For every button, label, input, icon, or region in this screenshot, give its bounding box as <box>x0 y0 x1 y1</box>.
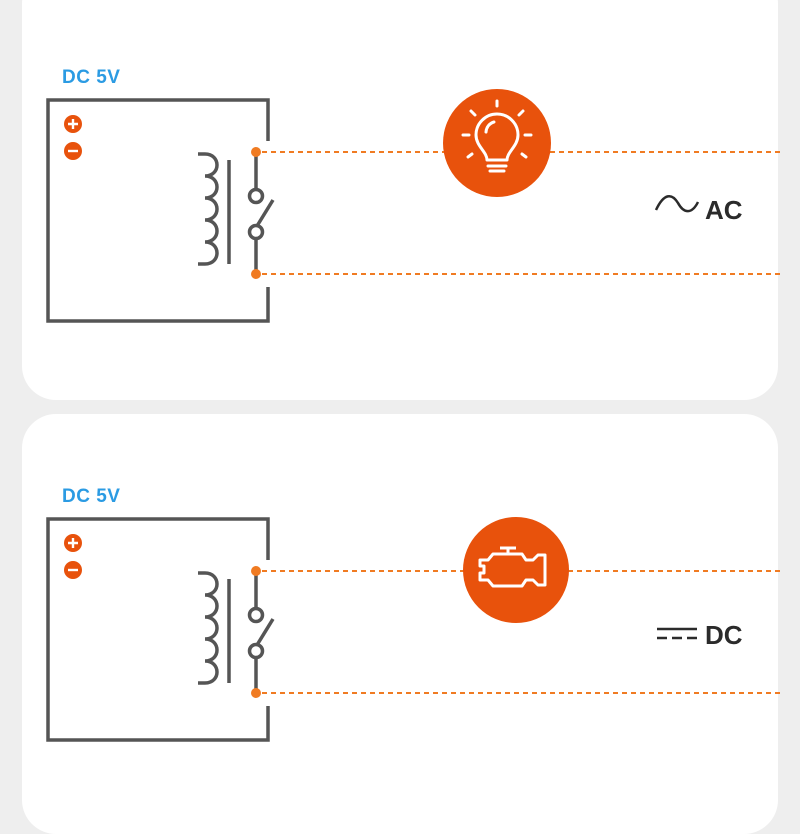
supply-label-ac-circuit: DC 5V <box>62 67 121 88</box>
ac-type-label: AC <box>705 195 743 225</box>
dc-type-label: DC <box>705 620 743 650</box>
terminal-dot <box>251 688 261 698</box>
minus-terminal-icon <box>64 142 82 160</box>
dc-circuit-panel <box>22 414 778 834</box>
dc-symbol-icon <box>657 627 697 640</box>
relay-switch-icon <box>247 152 275 274</box>
light-bulb-icon <box>443 89 551 197</box>
terminal-dot <box>251 269 261 279</box>
supply-label-dc-circuit: DC 5V <box>62 486 121 507</box>
plus-terminal-icon <box>64 534 82 552</box>
ac-circuit-panel <box>22 0 778 400</box>
coil-icon <box>198 571 231 685</box>
relay-box <box>46 517 270 742</box>
engine-icon <box>463 517 569 623</box>
relay-module-ac <box>46 98 275 323</box>
coil-icon <box>198 152 231 266</box>
minus-terminal-icon <box>64 561 82 579</box>
relay-switch-icon <box>247 571 275 693</box>
relay-diagram <box>46 89 780 742</box>
terminal-dot <box>251 566 261 576</box>
relay-box <box>46 98 270 323</box>
plus-terminal-icon <box>64 115 82 133</box>
terminal-dot <box>251 147 261 157</box>
relay-module-dc <box>46 517 275 742</box>
ac-sine-icon <box>654 195 700 213</box>
